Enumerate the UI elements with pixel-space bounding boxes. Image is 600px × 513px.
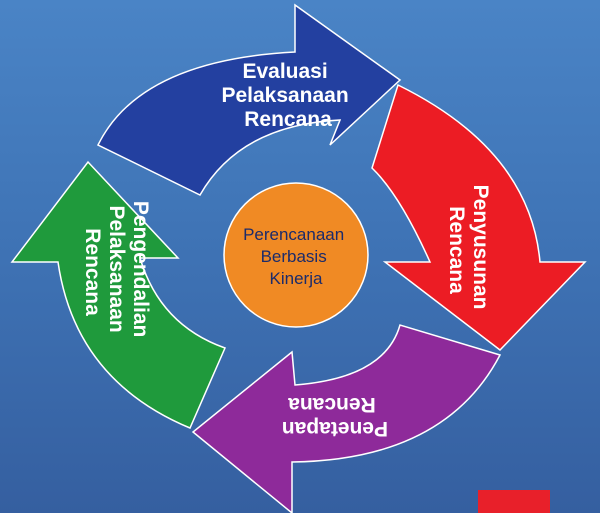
corner-badge: [478, 490, 550, 513]
evaluasi-label-line3: Rencana: [244, 108, 332, 131]
penyusunan-label-line1: Penyusunan: [469, 185, 492, 310]
penyusunan-label-group: Penyusunan Rencana: [445, 185, 492, 316]
penetapan-label-group: Penetapan Rencana: [276, 393, 388, 440]
pengendalian-label-line1: Pengendalian: [129, 201, 152, 338]
penetapan-arrow: [191, 324, 502, 513]
pengendalian-label: Pengendalian Pelaksanaan Rencana: [81, 201, 152, 343]
evaluasi-label-line1: Evaluasi: [242, 60, 327, 83]
penyusunan-label: Penyusunan Rencana: [445, 185, 492, 316]
pengendalian-label-line2: Pelaksanaan: [105, 205, 128, 332]
center-label-line2: Berbasis: [261, 247, 327, 266]
penyusunan-label-line2: Rencana: [445, 206, 468, 294]
center-label-line3: Kinerja: [270, 269, 323, 288]
evaluasi-label: Evaluasi Pelaksanaan Rencana: [221, 60, 354, 131]
pengendalian-arrow: [10, 160, 227, 429]
evaluasi-arrow: [96, 3, 402, 196]
penetapan-label: Penetapan Rencana: [276, 393, 388, 440]
pengendalian-label-group: Pengendalian Pelaksanaan Rencana: [81, 201, 152, 343]
center-circle: [223, 182, 369, 328]
penyusunan-arrow: [371, 83, 587, 352]
penetapan-label-line2: Rencana: [288, 393, 376, 416]
pengendalian-label-line3: Rencana: [81, 228, 104, 316]
penetapan-label-line1: Penetapan: [282, 417, 388, 440]
center-label-line1: Perencanaan: [243, 225, 344, 244]
evaluasi-label-line2: Pelaksanaan: [221, 84, 348, 107]
center-label: Perencanaan Berbasis Kinerja: [243, 225, 349, 288]
